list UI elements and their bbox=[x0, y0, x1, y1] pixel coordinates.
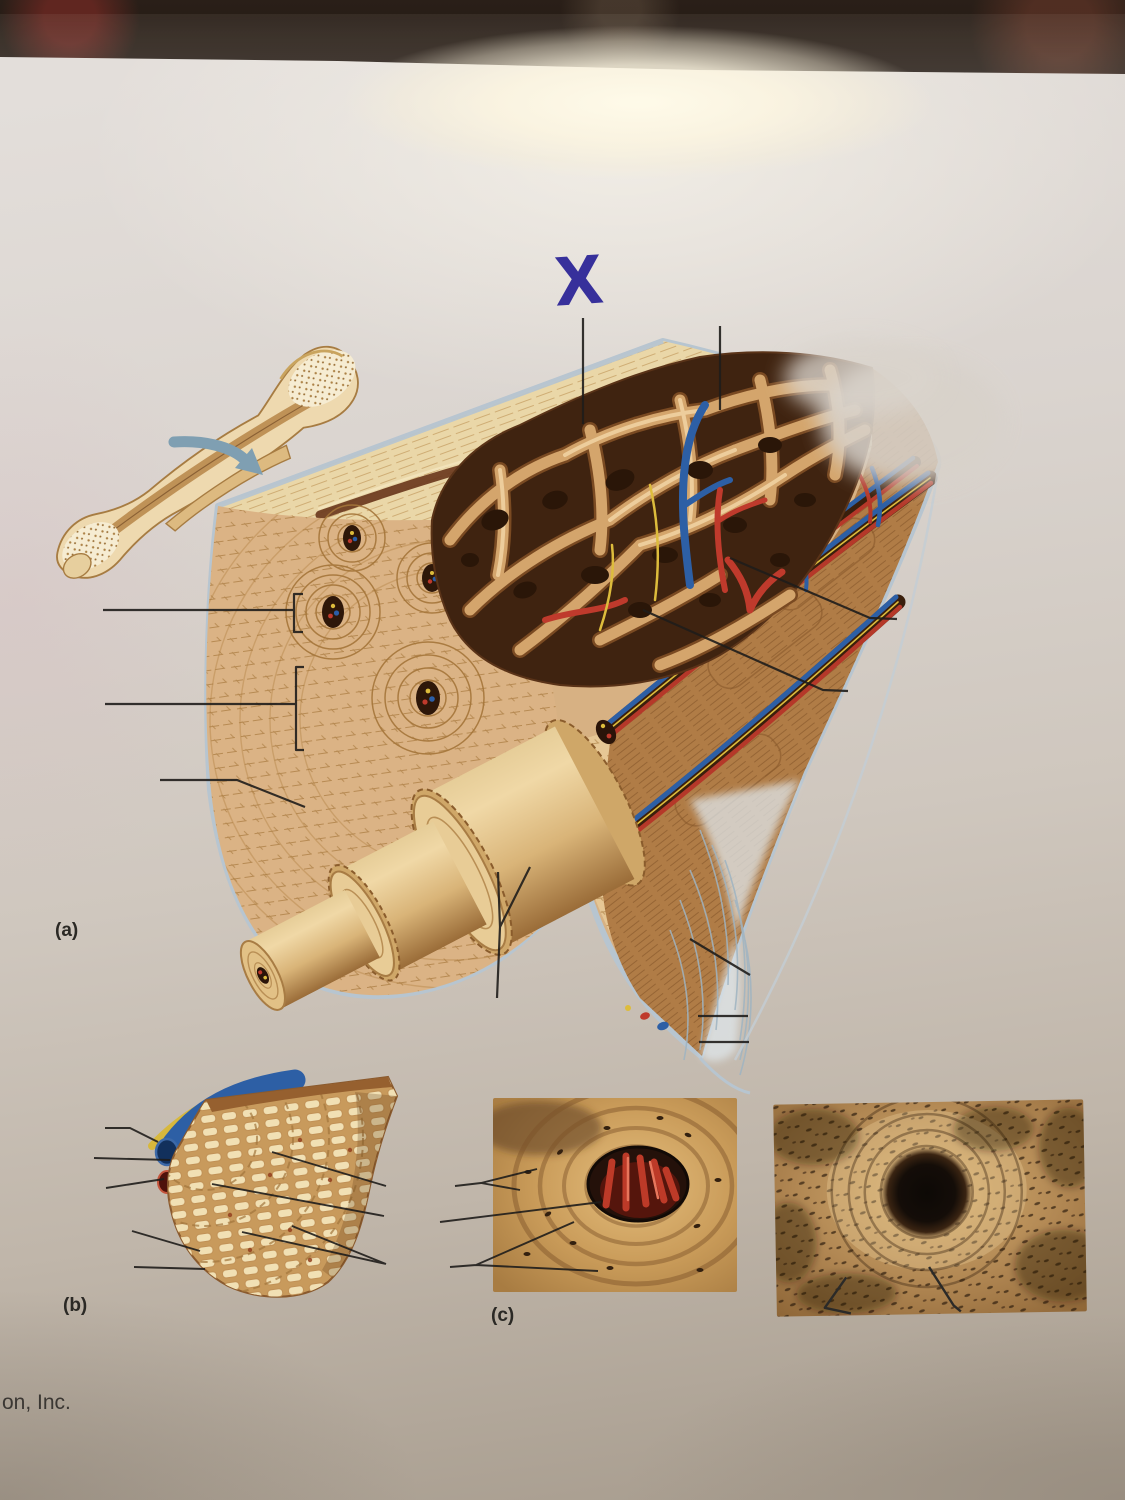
leader-line bbox=[689, 938, 751, 976]
bone-block-figure bbox=[204, 338, 1004, 1095]
panel-b-leaders bbox=[93, 1127, 387, 1270]
leader-line bbox=[642, 608, 849, 693]
leader-lines bbox=[103, 318, 898, 1044]
leader-line bbox=[160, 778, 306, 809]
central-canal-hole bbox=[880, 1147, 973, 1240]
lacunae-spots bbox=[523, 1116, 722, 1272]
label-bracket bbox=[294, 665, 304, 752]
panel-b-figure: (b) bbox=[63, 1069, 398, 1316]
camera-glare bbox=[295, 16, 1025, 222]
histology-micrograph-figure bbox=[773, 1099, 1087, 1317]
copyright-text: on, Inc. bbox=[2, 1391, 71, 1414]
panel-a-letter: (a) bbox=[55, 920, 78, 941]
periosteal-vessel-dots bbox=[625, 1005, 669, 1031]
photo-leader-marks bbox=[823, 1266, 962, 1315]
spongy-vessels bbox=[542, 401, 786, 632]
osteon-wedge bbox=[166, 1076, 398, 1298]
osteon-cylinder bbox=[239, 718, 646, 1011]
label-bracket bbox=[292, 592, 303, 634]
canal-blood-vessels bbox=[602, 1152, 680, 1212]
leader-line bbox=[495, 866, 531, 999]
x-annotation: X bbox=[553, 241, 604, 320]
vessel-canal-2 bbox=[605, 594, 906, 851]
zoom-arrow-icon bbox=[168, 436, 263, 475]
leader-line bbox=[729, 556, 898, 621]
panel-b-letter: (b) bbox=[63, 1295, 87, 1316]
panel-c-figure: (c) bbox=[439, 1098, 737, 1326]
panel-c-letter: (c) bbox=[491, 1305, 514, 1326]
panel-c-leaders bbox=[439, 1168, 602, 1272]
